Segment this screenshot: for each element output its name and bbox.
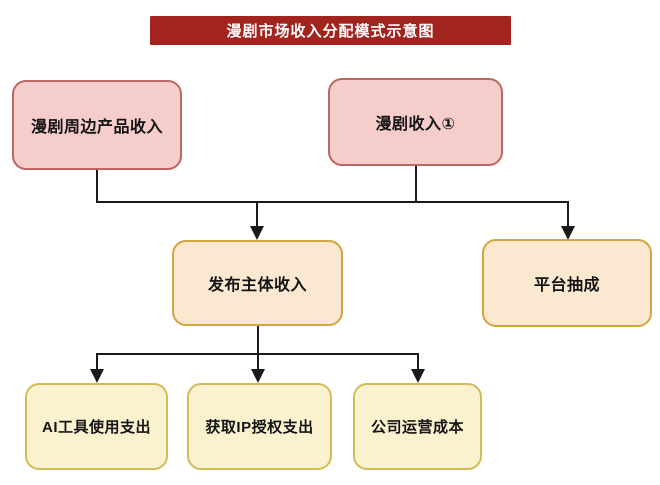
- node-ip-license-expense: 获取IP授权支出: [187, 383, 332, 470]
- node-merch-income: 漫剧周边产品收入: [12, 80, 182, 170]
- lower-arrowheads: [90, 369, 425, 383]
- upper-arrowheads: [250, 226, 575, 240]
- node-platform-cut: 平台抽成: [482, 239, 652, 327]
- node-drama-income: 漫剧收入①: [328, 78, 503, 166]
- arrowhead-to-company: [411, 369, 425, 383]
- node-company-operating-cost: 公司运营成本: [353, 383, 482, 470]
- node-publisher-income: 发布主体收入: [172, 240, 343, 326]
- upper-connector-group: [96, 164, 569, 228]
- arrowhead-to-ai: [90, 369, 104, 383]
- diagram-title: 漫剧市场收入分配模式示意图: [150, 16, 511, 45]
- arrowhead-to-publisher: [250, 226, 264, 240]
- node-ai-tool-expense: AI工具使用支出: [25, 383, 168, 470]
- arrowhead-to-platform: [561, 226, 575, 240]
- arrowhead-to-ip: [251, 369, 265, 383]
- lower-connector-group: [96, 325, 419, 371]
